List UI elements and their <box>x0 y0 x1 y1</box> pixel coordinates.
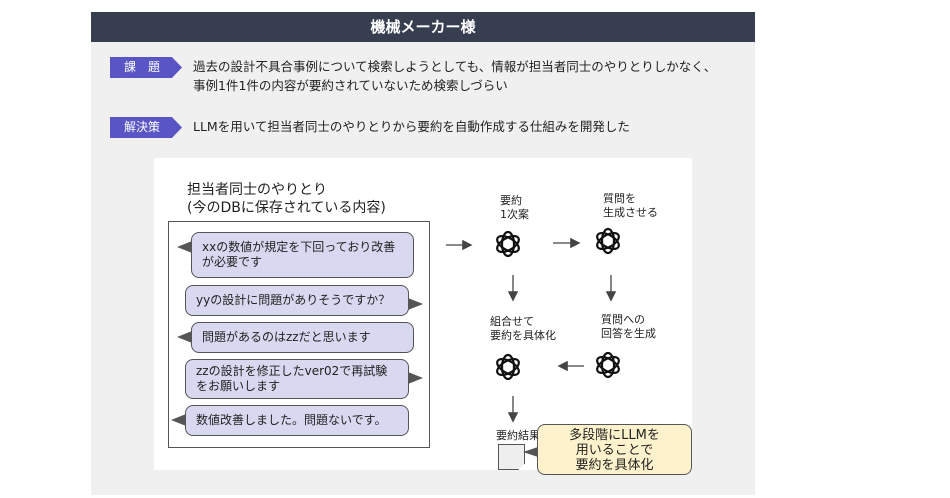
message-bubble: xxの数値が規定を下回っており改善が必要です <box>177 232 414 278</box>
step-answer-label: 質問への回答を生成 <box>601 313 656 341</box>
label-line: 質問への <box>601 313 645 326</box>
message-bubble: yyの設計に問題がありそうですか？ <box>185 285 423 316</box>
solution-tag: 解決策 <box>110 117 182 138</box>
result-label: 要約結果 <box>496 429 540 442</box>
message-bubble: zzの設計を修正したver02で再試験をお願いします <box>185 359 423 399</box>
page-header: 機械メーカー様 <box>91 12 755 42</box>
conversation-title: 担当者同士のやりとり (今のDBに保存されている内容) <box>187 181 386 217</box>
label-line: 回答を生成 <box>601 327 656 340</box>
message-bubble: 数値改善しました。問題ないです。 <box>171 405 409 436</box>
label-line: 1次案 <box>500 208 529 221</box>
callout-bubble: 多段階にLLMを 用いることで 要約を具体化 <box>523 424 692 475</box>
step-combine-label: 組合せて要約を具体化 <box>490 315 556 343</box>
message-bubble: 問題があるのはzzだと思います <box>177 322 414 353</box>
conversation-box: xxの数値が規定を下回っており改善が必要です yyの設計に問題がありそうですか？… <box>168 221 430 448</box>
label-line: 生成させる <box>603 206 658 219</box>
label-line: 質問を <box>603 192 636 205</box>
document-icon <box>498 444 525 470</box>
issue-tag: 課 題 <box>110 57 182 78</box>
label-line: 要約を具体化 <box>490 329 556 342</box>
solution-text: LLMを用いて担当者同士のやりとりから要約を自動作成する仕組みを開発した <box>193 119 630 134</box>
label-line: 組合せて <box>490 315 534 328</box>
conversation-title-line1: 担当者同士のやりとり <box>187 182 327 198</box>
callout-line: 多段階にLLMを <box>569 428 660 443</box>
step-generate-questions-label: 質問を生成させる <box>603 192 658 220</box>
conversation-title-line2: (今のDBに保存されている内容) <box>187 200 386 216</box>
issue-text: 過去の設計不具合事例について検索しようとしても、情報が担当者同士のやりとりしかな… <box>193 57 716 95</box>
callout-line: 用いることで <box>575 443 654 458</box>
issue-line-2: 事例1件1件の内容が要約されていないため検索しづらい <box>193 78 508 93</box>
callout-line: 要約を具体化 <box>575 458 654 473</box>
label-line: 要約 <box>500 194 522 207</box>
issue-line-1: 過去の設計不具合事例について検索しようとしても、情報が担当者同士のやりとりしかな… <box>193 59 717 74</box>
